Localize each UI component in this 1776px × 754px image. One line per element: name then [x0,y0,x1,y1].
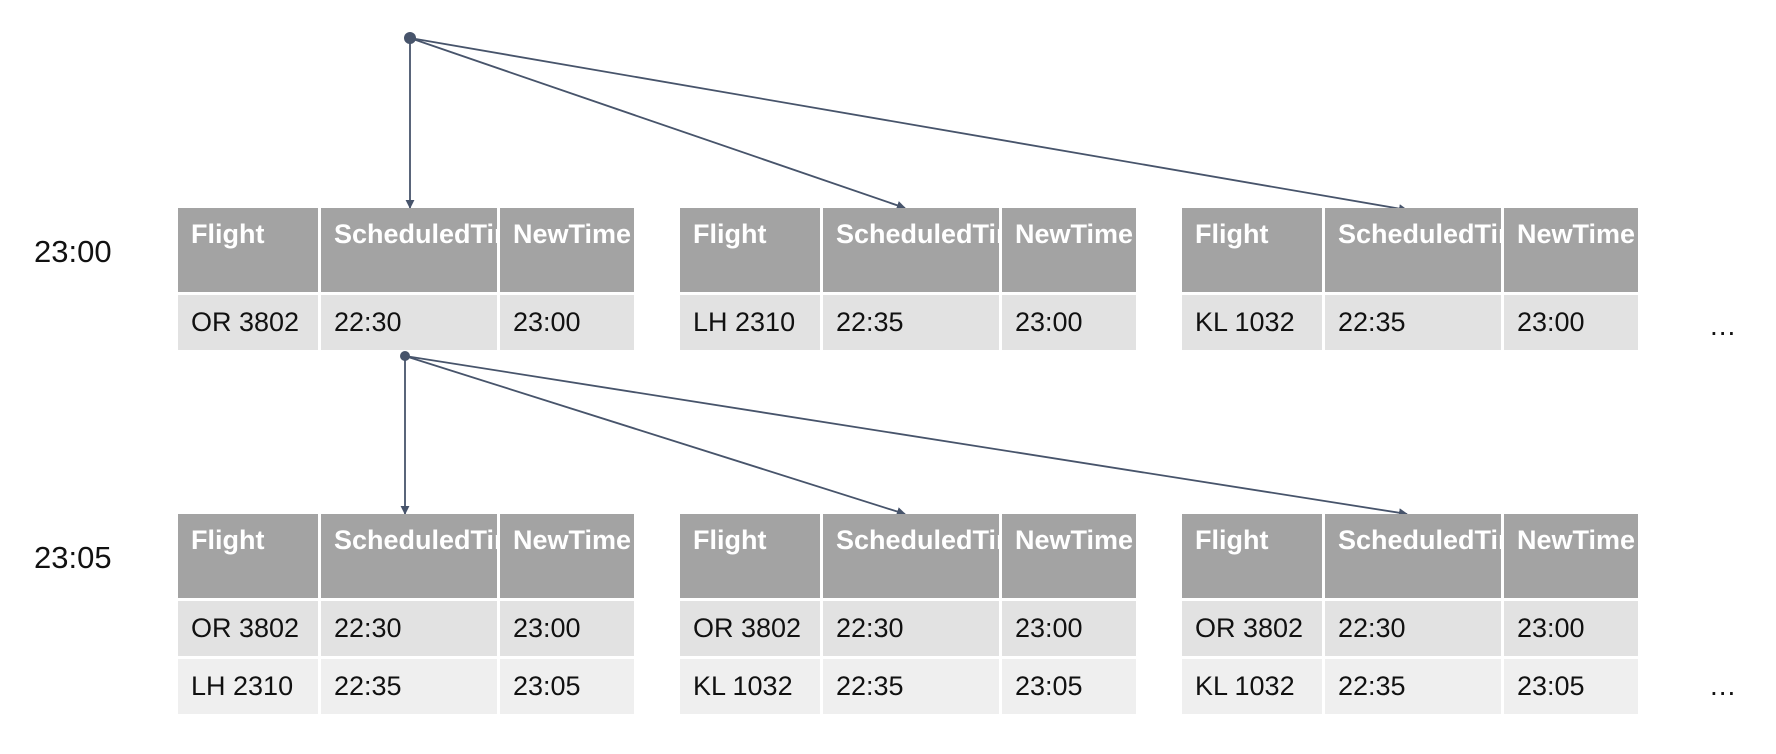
table-cell: LH 2310 [178,659,318,714]
column-header: ScheduledTime [823,514,1035,598]
table-cell: 23:00 [500,601,634,656]
table-cell: 23:00 [1504,295,1638,350]
table-cell: 22:35 [321,659,497,714]
column-header-line: Scheduled [836,525,973,555]
column-header-line: New [1517,219,1573,249]
table-cell: LH 2310 [680,295,820,350]
column-header: ScheduledTime [1325,514,1537,598]
column-header-line: Scheduled [836,219,973,249]
table-cell: 23:00 [1002,601,1136,656]
table-cell: OR 3802 [178,295,318,350]
column-header-line: New [513,219,569,249]
flight-table: FlightScheduledTimeNewTimeOR 380222:3023… [1182,514,1638,714]
table-cell: 22:30 [321,601,497,656]
column-header-line: Time [1070,219,1134,249]
table-cell: 22:35 [823,659,999,714]
arrow-step0-table1 [409,37,906,210]
column-header-line: Flight [1195,525,1269,555]
time-step-label: 23:05 [34,540,112,575]
flight-table: FlightScheduledTimeNewTimeLH 231022:3523… [680,208,1136,350]
table-cell: KL 1032 [1182,295,1322,350]
column-header-line: Time [568,525,632,555]
column-header: Flight [178,514,318,598]
column-header: Flight [178,208,318,292]
flight-table: FlightScheduledTimeNewTimeKL 103222:3523… [1182,208,1638,350]
table-cell: OR 3802 [178,601,318,656]
column-header: ScheduledTime [1325,208,1537,292]
flight-table: FlightScheduledTimeNewTimeOR 380222:3023… [178,208,634,350]
column-header-line: Scheduled [334,525,471,555]
column-header: ScheduledTime [321,208,533,292]
column-header: ScheduledTime [823,208,1035,292]
flight-table: FlightScheduledTimeNewTimeOR 380222:3023… [178,514,634,714]
table-cell: 23:05 [1002,659,1136,714]
flight-table: FlightScheduledTimeNewTimeOR 380222:3023… [680,514,1136,714]
column-header: Flight [680,208,820,292]
column-header: Flight [1182,514,1322,598]
table-cell: 23:05 [500,659,634,714]
column-header-line: Scheduled [1338,219,1475,249]
column-header-line: Time [1572,219,1636,249]
table-cell: 23:00 [1002,295,1136,350]
arrow-step1-table2 [404,355,1408,518]
table-cell: 23:05 [1504,659,1638,714]
arrow-source-dot [404,32,416,44]
column-header-line: Time [1070,525,1134,555]
more-ellipsis: ... [1710,670,1737,701]
arrow-source-dot [400,351,410,361]
table-cell: 22:35 [823,295,999,350]
column-header: Flight [680,514,820,598]
column-header-line: Flight [693,525,767,555]
column-header: ScheduledTime [321,514,533,598]
column-header-line: Flight [191,219,265,249]
column-header-line: Scheduled [1338,525,1475,555]
more-ellipsis: ... [1710,310,1737,341]
table-cell: KL 1032 [1182,659,1322,714]
table-cell: 22:35 [1325,295,1501,350]
table-cell: 23:00 [500,295,634,350]
column-header-line: Time [568,219,632,249]
column-header: Flight [1182,208,1322,292]
column-header-line: Flight [693,219,767,249]
column-header-line: New [1517,525,1573,555]
column-header-line: Flight [191,525,265,555]
column-header-line: New [513,525,569,555]
column-header-line: Time [1572,525,1636,555]
table-cell: KL 1032 [680,659,820,714]
table-cell: 22:35 [1325,659,1501,714]
table-cell: OR 3802 [1182,601,1322,656]
column-header-line: Scheduled [334,219,471,249]
table-cell: 23:00 [1504,601,1638,656]
table-cell: OR 3802 [680,601,820,656]
column-header-line: New [1015,525,1071,555]
time-step-label: 23:00 [34,234,112,269]
table-cell: 22:30 [1325,601,1501,656]
table-cell: 22:30 [823,601,999,656]
arrow-step1-table1 [404,355,906,516]
column-header-line: Flight [1195,219,1269,249]
table-cell: 22:30 [321,295,497,350]
arrow-step0-table2 [409,37,1408,214]
column-header-line: New [1015,219,1071,249]
